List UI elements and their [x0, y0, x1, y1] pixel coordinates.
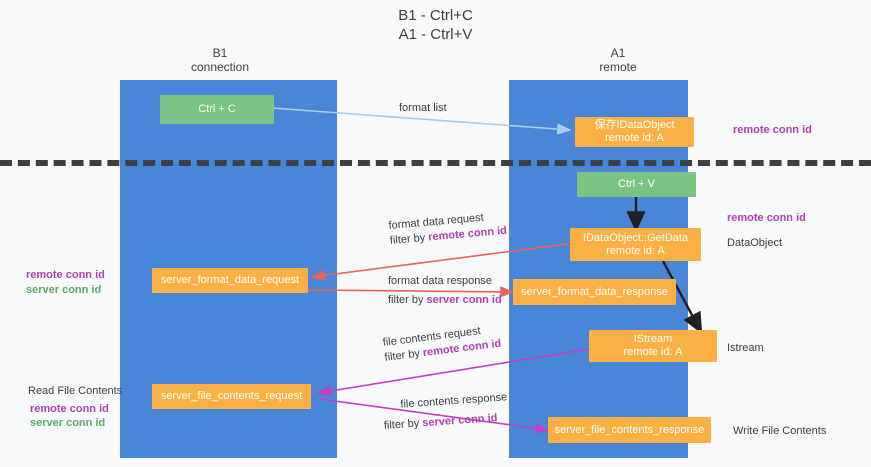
filter-key-server-conn-id: server conn id: [421, 412, 498, 430]
node-server-file-contents-request[interactable]: server_file_contents_request: [152, 384, 311, 409]
column-header-a1-sub: remote: [599, 60, 637, 74]
node-ctrl-c-label: Ctrl + C: [198, 103, 236, 115]
annotation-left-remote-conn-id-1: remote conn id: [26, 269, 105, 281]
filter-prefix: filter by: [388, 294, 427, 306]
node-save-idataobject-sub: remote id: A: [605, 132, 664, 144]
node-server-format-data-response[interactable]: server_format_data_response: [513, 279, 676, 305]
node-idataobject-getdata-sub: remote id: A: [606, 244, 665, 257]
annotation-right-remote-conn-id-top: remote conn id: [733, 124, 812, 136]
annotation-left-server-conn-id-2: server conn id: [30, 417, 106, 429]
edge-label-format-data-response-main: format data response: [388, 275, 492, 287]
filter-prefix: filter by: [383, 347, 424, 364]
node-save-idataobject-label: 保存IDataObject: [594, 119, 675, 131]
edge-label-file-contents-response-filter: filter by server conn id: [383, 410, 509, 434]
filter-prefix: filter by: [389, 231, 429, 247]
annotation-right-dataobject: DataObject: [727, 237, 783, 249]
edge-label-file-contents-request: file contents request filter by remote c…: [382, 322, 502, 366]
edge-label-file-contents-response: file contents response filter by server …: [382, 390, 509, 434]
column-header-b1: B1 connection: [140, 46, 300, 74]
column-header-b1-sub: connection: [190, 60, 250, 74]
node-ctrl-v[interactable]: Ctrl + V: [577, 172, 696, 197]
edge-label-format-data-request: format data request filter by remote con…: [388, 209, 508, 249]
node-server-file-contents-response-label: server_file_contents_response: [554, 423, 705, 436]
node-server-format-data-request[interactable]: server_format_data_request: [152, 268, 308, 293]
page-title: B1 - Ctrl+C A1 - Ctrl+V: [0, 6, 871, 44]
annotation-right-istream: Istream: [727, 342, 764, 354]
node-idataobject-getdata-label: IDataObject::GetData: [582, 231, 689, 244]
node-server-file-contents-response[interactable]: server_file_contents_response: [548, 417, 711, 443]
node-ctrl-v-label: Ctrl + V: [618, 178, 655, 190]
column-header-b1-name: B1: [212, 46, 228, 60]
edge-label-format-data-response: format data response filter by server co…: [388, 274, 502, 308]
annotation-right-remote-conn-id-mid: remote conn id: [727, 212, 806, 224]
node-server-format-data-response-label: server_format_data_response: [521, 285, 668, 298]
edge-label-file-contents-response-main: file contents response: [400, 391, 508, 411]
phase-divider: [0, 160, 871, 166]
filter-prefix: filter by: [383, 417, 423, 432]
node-ctrl-c[interactable]: Ctrl + C: [160, 95, 274, 124]
annotation-left-remote-conn-id-2: remote conn id: [30, 403, 109, 415]
annotation-left-read-file-contents: Read File Contents: [28, 385, 123, 397]
node-server-file-contents-request-label: server_file_contents_request: [160, 390, 303, 402]
page-title-line-1: B1 - Ctrl+C: [398, 7, 473, 24]
page-title-line-2: A1 - Ctrl+V: [398, 26, 473, 43]
edge-label-format-list: format list: [399, 102, 447, 114]
edge-label-format-data-response-filter: filter by server conn id: [388, 293, 502, 308]
node-istream-label: IStream: [633, 333, 673, 345]
annotation-right-write-file-contents: Write File Contents: [733, 425, 827, 437]
node-idataobject-getdata[interactable]: IDataObject::GetData remote id: A: [570, 228, 701, 261]
node-save-idataobject[interactable]: 保存IDataObject remote id: A: [575, 117, 694, 147]
column-header-a1: A1 remote: [538, 46, 698, 74]
filter-key-server-conn-id: server conn id: [426, 294, 502, 306]
annotation-left-server-conn-id-1: server conn id: [26, 284, 102, 296]
node-istream[interactable]: IStream remote id: A: [589, 330, 717, 362]
node-istream-sub: remote id: A: [623, 346, 683, 358]
node-server-format-data-request-label: server_format_data_request: [160, 274, 300, 286]
column-header-a1-name: A1: [610, 46, 626, 60]
